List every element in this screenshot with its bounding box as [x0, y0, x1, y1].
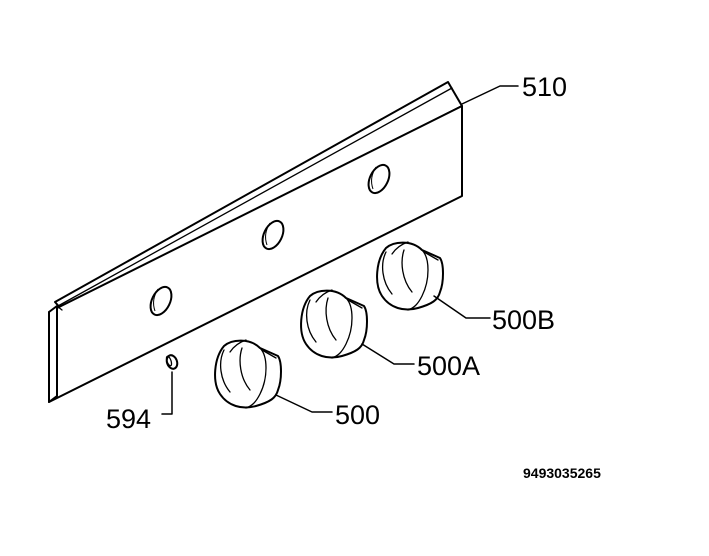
label-500a: 500A: [417, 351, 480, 381]
panel-hole-right: [367, 163, 391, 195]
knob-500b: [376, 241, 444, 311]
screw-594: [165, 354, 179, 370]
label-594: 594: [106, 404, 151, 434]
label-510: 510: [522, 72, 567, 102]
leader-510: [461, 85, 519, 105]
label-500: 500: [335, 400, 380, 430]
knob-500a: [300, 289, 368, 359]
label-500b: 500B: [492, 305, 555, 335]
panel-hole-left: [149, 285, 173, 317]
control-panel: [48, 81, 463, 403]
knob-500: [214, 339, 282, 409]
leader-500b: [433, 295, 491, 319]
leader-500a: [361, 343, 415, 365]
document-number: 9493035265: [523, 465, 601, 481]
panel-hole-middle: [261, 219, 285, 251]
leader-594: [161, 371, 173, 415]
leader-500: [275, 394, 333, 413]
